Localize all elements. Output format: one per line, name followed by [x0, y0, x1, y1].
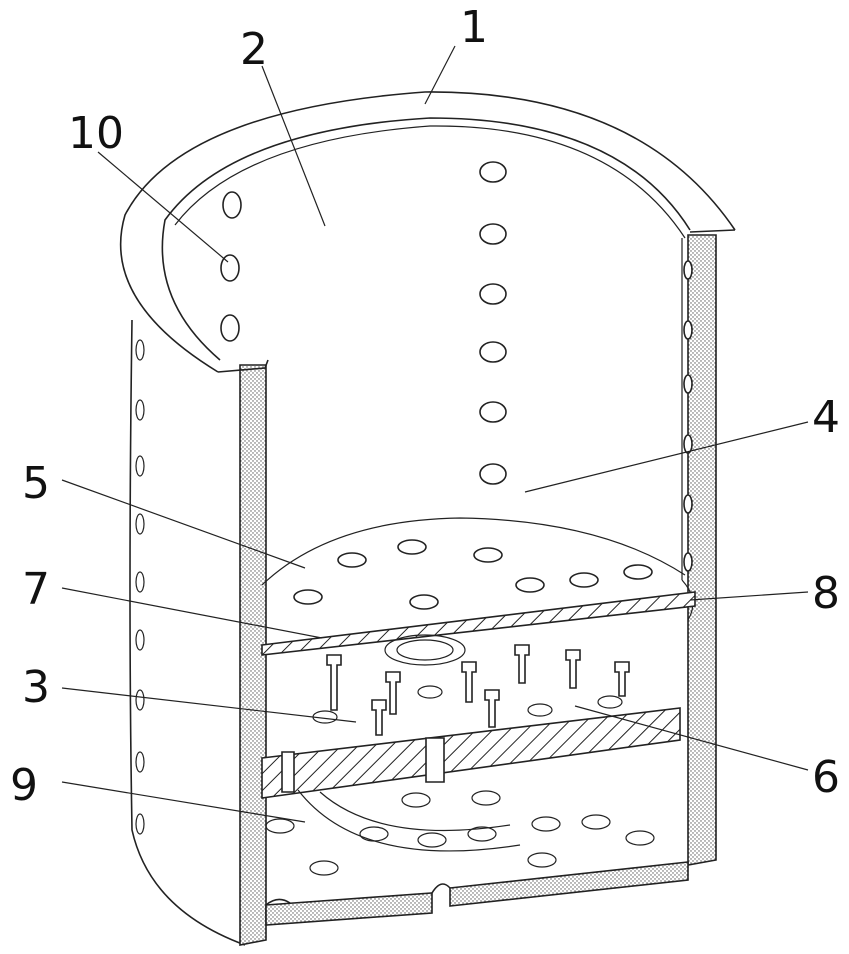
outer-shell-holes [136, 340, 144, 834]
label-7: 7 [22, 564, 50, 615]
label-9: 9 [10, 760, 38, 811]
label-5: 5 [22, 458, 50, 509]
label-6: 6 [812, 752, 840, 803]
lower-hatched-plate [262, 708, 680, 798]
label-1: 1 [460, 2, 488, 53]
label-8: 8 [812, 568, 840, 619]
outer-shell [130, 235, 716, 945]
label-4: 4 [812, 392, 840, 443]
basket-holes [221, 162, 692, 571]
top-rim [121, 92, 735, 372]
lower-chamber [266, 790, 654, 875]
label-2: 2 [240, 24, 268, 75]
label-10: 10 [68, 108, 124, 159]
label-3: 3 [22, 662, 50, 713]
top-perforated-plate [262, 518, 695, 665]
